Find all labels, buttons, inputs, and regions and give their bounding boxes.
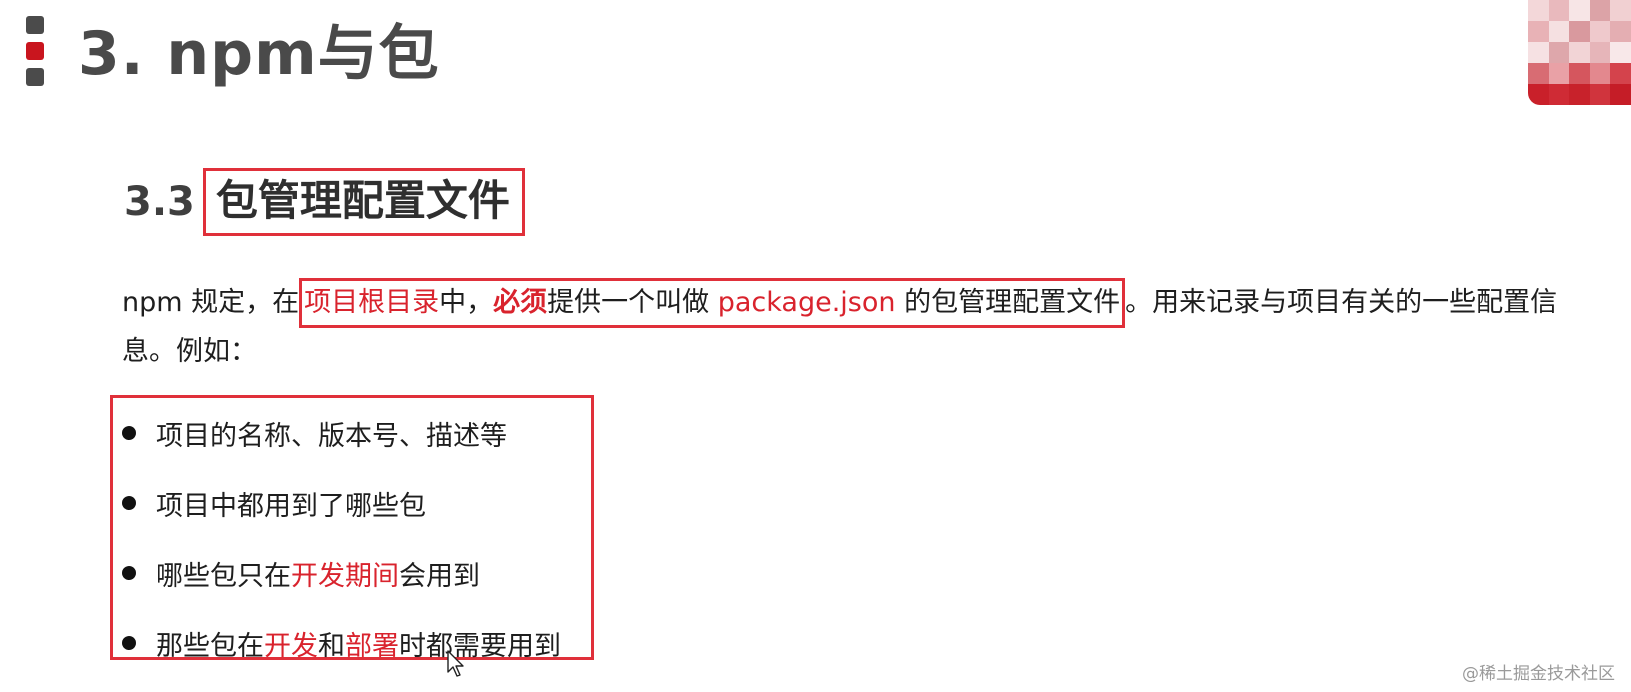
mouse-cursor-icon (447, 650, 464, 677)
list-item: 项目中都用到了哪些包 (122, 468, 561, 538)
para-lead: npm 规定，在 (122, 287, 300, 318)
list-item-text: 会用到 (399, 560, 480, 592)
list-item-highlight-text: 开发 (264, 630, 318, 662)
bullet-dot-icon (122, 496, 136, 510)
package-json-text: package.json (717, 287, 896, 318)
pixelated-watermark (1528, 0, 1631, 105)
page-title: 3. npm与包 (78, 19, 440, 89)
list-item-highlight-text: 部署 (345, 630, 399, 662)
bullet-dot-icon (122, 426, 136, 440)
para-provide: 提供一个叫做 (547, 287, 718, 318)
list-item: 项目的名称、版本号、描述等 (122, 398, 561, 468)
bullet-dot-icon (122, 566, 136, 580)
must-text: 必须 (493, 287, 548, 318)
bullet-list-highlight-box (110, 395, 594, 660)
description-paragraph: npm 规定，在项目根目录中，必须提供一个叫做 package.json 的包管… (122, 278, 1602, 376)
para-mid: 中， (439, 287, 494, 318)
list-item-text: 项目的名称、版本号、描述等 (156, 420, 507, 452)
list-item-text: 和 (318, 630, 345, 662)
list-item-text: 时都需要用到 (399, 630, 561, 662)
highlight-box: 项目根目录中，必须提供一个叫做 package.json 的包管理配置文件 (299, 278, 1126, 328)
marker-square-bottom (26, 68, 44, 86)
list-item-highlight-text: 开发期间 (291, 560, 399, 592)
root-dir-text: 项目根目录 (304, 287, 440, 318)
section-heading: 3.3 包管理配置文件 (124, 168, 525, 236)
para-boxed-end: 的包管理配置文件 (895, 287, 1121, 318)
marker-square-middle (26, 42, 44, 60)
section-number: 3.3 (124, 179, 195, 225)
bullet-list: 项目的名称、版本号、描述等项目中都用到了哪些包哪些包只在开发期间会用到那些包在开… (122, 398, 561, 678)
list-item-text: 那些包在 (156, 630, 264, 662)
list-item: 那些包在开发和部署时都需要用到 (122, 608, 561, 678)
list-item-text: 项目中都用到了哪些包 (156, 490, 426, 522)
title-marker-icon (26, 16, 44, 86)
marker-square-top (26, 16, 44, 34)
section-title: 包管理配置文件 (202, 168, 525, 236)
list-item-text: 哪些包只在 (156, 560, 291, 592)
list-item: 哪些包只在开发期间会用到 (122, 538, 561, 608)
para-tail: 。用来记录与项目有关的一些配置信息。例如： (122, 287, 1558, 367)
footer-watermark: @稀土掘金技术社区 (1462, 664, 1615, 684)
bullet-dot-icon (122, 636, 136, 650)
